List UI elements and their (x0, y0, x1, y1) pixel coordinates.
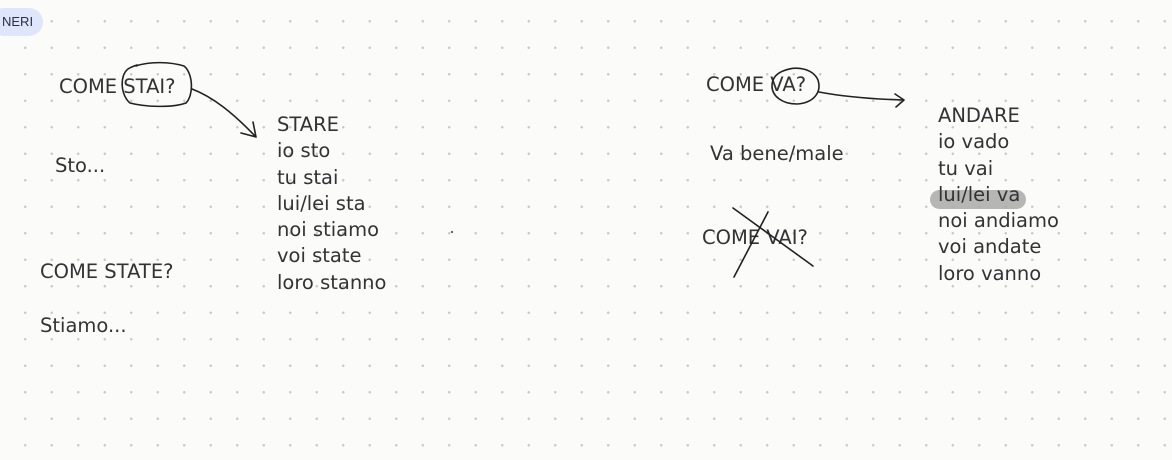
note-stiamo: Stiamo... (40, 314, 127, 337)
conjugation-form: io vado (938, 130, 1010, 154)
note-come-vai: COME VAI? (702, 226, 808, 249)
note-va-bene: Va bene/male (710, 142, 844, 165)
arrow-to-stare (191, 88, 256, 137)
conjugation-title: STARE (277, 113, 339, 136)
color-tag-chip[interactable]: NERI (0, 8, 44, 36)
note-come-va: COME VA? (706, 73, 807, 96)
conjugation-form: noi stiamo (277, 218, 380, 242)
note-come-stai: COME STAI? (59, 75, 176, 98)
conjugation-form: io sto (277, 139, 331, 163)
conjugation-form: tu vai (938, 156, 994, 180)
conjugation-andare: ANDARE io vado tu vai lui/lei va noi and… (938, 103, 1059, 287)
conjugation-form: voi andate (938, 235, 1042, 259)
conjugation-form: lui/lei sta (277, 191, 366, 215)
conjugation-form: tu stai (277, 165, 339, 189)
conjugation-form: loro stanno (277, 270, 387, 294)
note-come-state: COME STATE? (40, 260, 174, 283)
highlighter-mark (930, 190, 1026, 209)
conjugation-form: noi andiamo (938, 209, 1059, 233)
conjugation-stare: STARE io sto tu stai lui/lei sta noi sti… (277, 112, 386, 296)
note-sto: Sto... (55, 154, 106, 177)
arrow-head-stare (240, 121, 257, 138)
conjugation-form: loro vanno (938, 261, 1042, 285)
conjugation-form: voi state (277, 244, 362, 268)
ink-dot (451, 231, 453, 233)
arrow-to-andare (818, 91, 904, 101)
arrow-head-andare (894, 93, 905, 108)
conjugation-form-highlighted: lui/lei va (938, 182, 1021, 206)
conjugation-title: ANDARE (938, 104, 1020, 127)
